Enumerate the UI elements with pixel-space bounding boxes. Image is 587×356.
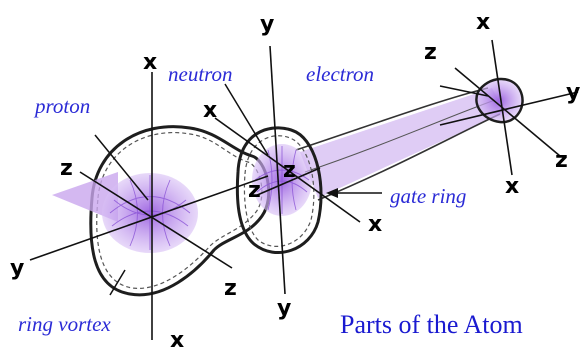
electron-label: electron — [306, 64, 374, 85]
axis-letter-x: x — [143, 52, 157, 74]
diagram-title: Parts of the Atom — [340, 312, 523, 338]
ring-vortex-label: ring vortex — [18, 314, 111, 335]
axis-letter-z: z — [60, 158, 73, 180]
proton-label: proton — [35, 96, 90, 117]
axis-letter-x: x — [476, 12, 490, 34]
axis-letter-z: z — [283, 160, 296, 182]
axis-letter-y: y — [277, 298, 291, 320]
axis-letter-x: x — [505, 176, 519, 198]
axis-letter-x: x — [170, 330, 184, 352]
axis-letter-z: z — [224, 278, 237, 300]
axis-letter-y: y — [566, 82, 580, 104]
electron-stream — [300, 88, 505, 198]
gate-ring-label: gate ring — [390, 186, 466, 207]
axis-letter-z: z — [248, 180, 261, 202]
axis-letter-x: x — [203, 100, 217, 122]
axis-letter-y: y — [260, 14, 274, 36]
axis-letter-y: y — [10, 258, 24, 280]
neutron-label: neutron — [168, 64, 233, 85]
axis-letter-z: z — [424, 42, 437, 64]
axis-letter-x: x — [368, 214, 382, 236]
axis-letter-z: z — [555, 150, 568, 172]
